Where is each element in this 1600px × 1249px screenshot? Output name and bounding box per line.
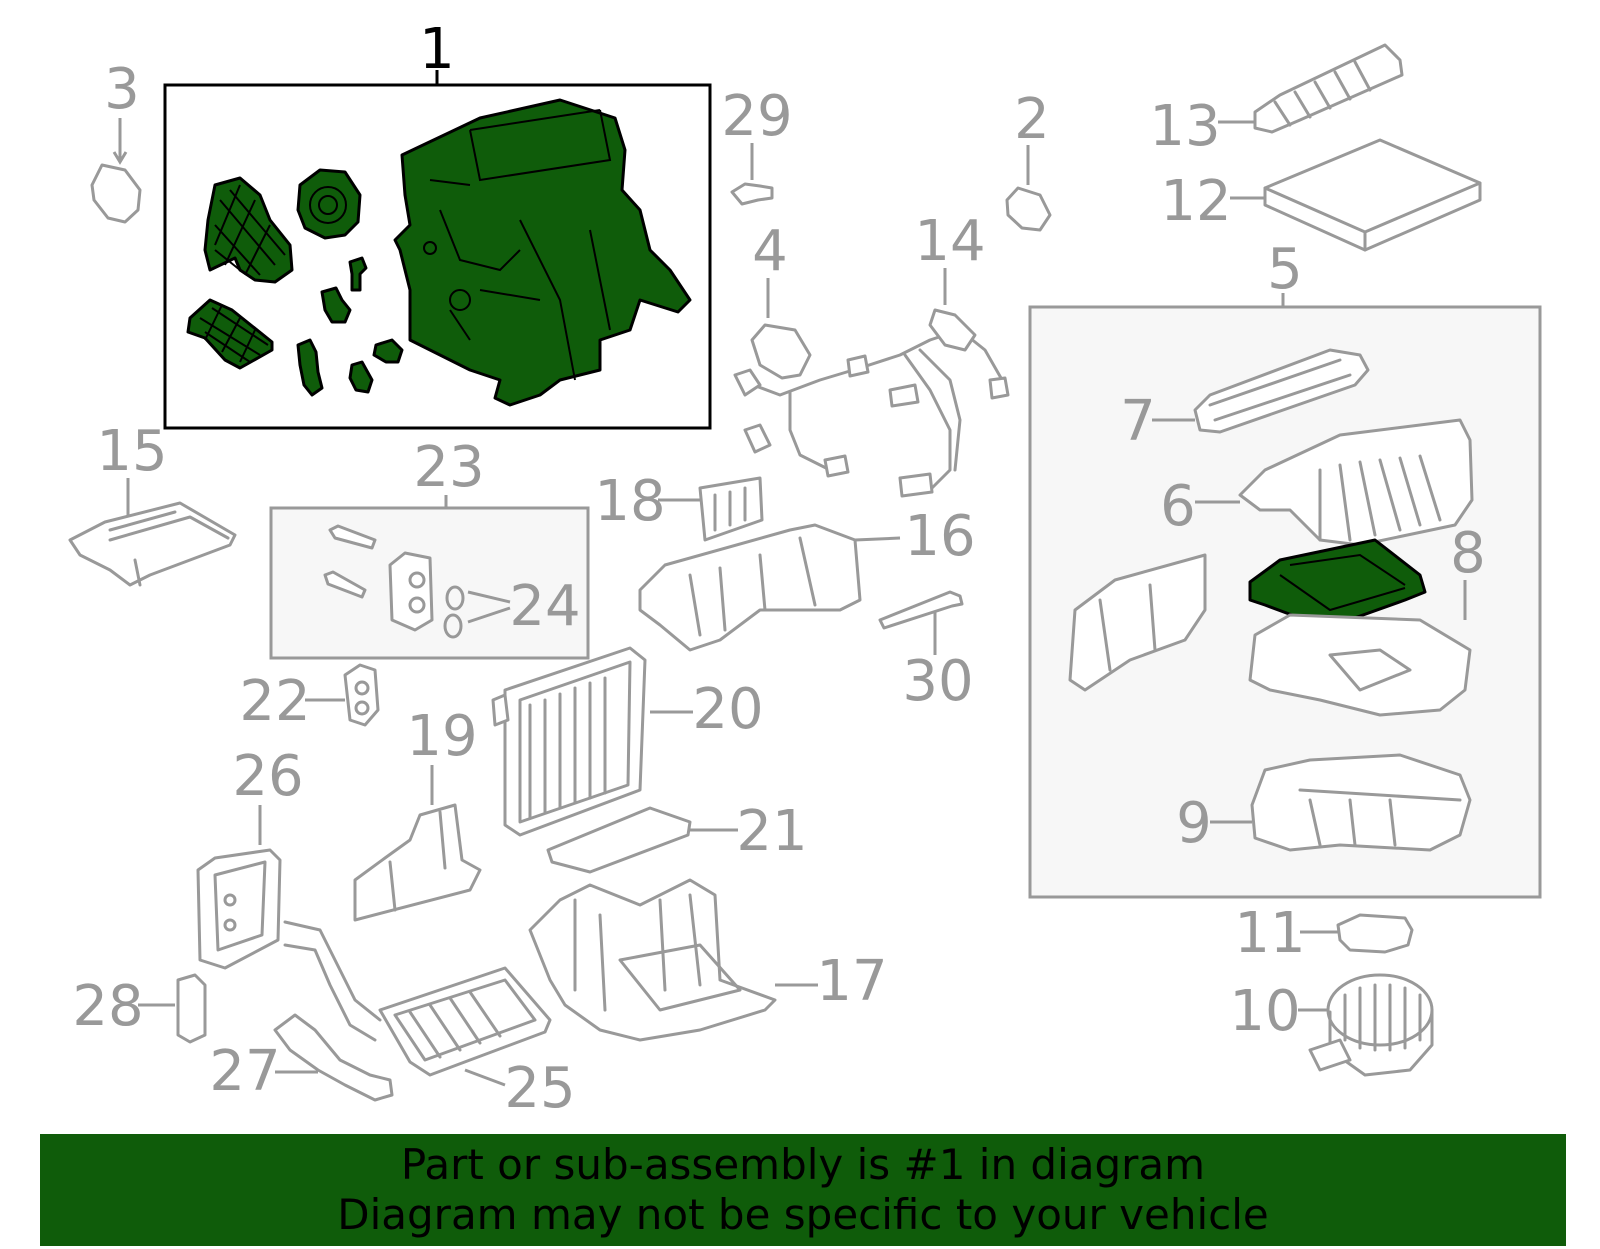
part-2-actuator[interactable] — [1005, 186, 1052, 232]
part-25-heater-core[interactable] — [283, 920, 552, 1077]
part-23-expansion-valve[interactable] — [388, 551, 434, 632]
part-17-lower-case[interactable] — [528, 878, 777, 1042]
part-23-bolt-lower — [323, 570, 367, 599]
part-5-side-duct — [1068, 553, 1207, 692]
callout-2[interactable]: 2 — [1014, 87, 1050, 152]
part-29-clip[interactable] — [730, 182, 774, 206]
callout-24[interactable]: 24 — [509, 574, 580, 639]
callout-19[interactable]: 19 — [406, 704, 477, 769]
part-4-actuator[interactable] — [750, 323, 812, 380]
footer-line-1: Part or sub-assembly is #1 in diagram — [400, 1140, 1206, 1189]
part-13-grille[interactable] — [1253, 43, 1404, 134]
callout-8[interactable]: 8 — [1450, 521, 1486, 586]
part-6-blower-upper[interactable] — [1238, 418, 1474, 547]
callout-6[interactable]: 6 — [1160, 474, 1196, 539]
part-24-o-ring-lower — [443, 613, 463, 639]
door-grid-lower-green[interactable] — [186, 298, 274, 370]
callout-26[interactable]: 26 — [232, 744, 303, 809]
callout-25[interactable]: 25 — [504, 1056, 575, 1121]
part-11-resistor[interactable] — [1336, 913, 1414, 954]
part-23-bolt-upper — [328, 524, 377, 550]
callout-23[interactable]: 23 — [413, 435, 484, 500]
callout-1[interactable]: 1 — [419, 17, 455, 82]
callout-12[interactable]: 12 — [1160, 169, 1231, 234]
callout-11[interactable]: 11 — [1234, 901, 1305, 966]
part-24-o-ring-upper — [445, 585, 465, 611]
callout-5[interactable]: 5 — [1267, 237, 1303, 302]
part-20-evaporator[interactable] — [491, 646, 647, 837]
callout-22[interactable]: 22 — [239, 669, 310, 734]
callout-18[interactable]: 18 — [594, 469, 665, 534]
part-5-lower-case — [1248, 613, 1472, 717]
part-21-seal-strip[interactable] — [546, 806, 692, 874]
callout-10[interactable]: 10 — [1229, 979, 1300, 1044]
small-clip-green[interactable] — [348, 256, 368, 292]
part-12-cabin-filter[interactable] — [1263, 138, 1482, 252]
callout-7[interactable]: 7 — [1120, 389, 1156, 454]
callout-30[interactable]: 30 — [902, 649, 973, 714]
part-8-filter-tray-green[interactable] — [1248, 538, 1427, 627]
link-arm-green[interactable] — [320, 286, 352, 324]
part-30-bolt[interactable] — [878, 590, 964, 630]
part-15-heater-door[interactable] — [68, 501, 237, 587]
callout-21[interactable]: 21 — [736, 799, 807, 864]
callout-20[interactable]: 20 — [692, 677, 763, 742]
callout-3[interactable]: 3 — [104, 57, 140, 122]
blower-seal-green[interactable] — [296, 168, 362, 240]
footer-line-2: Diagram may not be specific to your vehi… — [337, 1190, 1269, 1239]
callout-13[interactable]: 13 — [1149, 94, 1220, 159]
callout-4[interactable]: 4 — [752, 219, 788, 284]
callout-15[interactable]: 15 — [96, 419, 167, 484]
callout-17[interactable]: 17 — [816, 949, 887, 1014]
door-grid-upper-green[interactable] — [203, 176, 294, 284]
callout-9[interactable]: 9 — [1176, 791, 1212, 856]
callout-14[interactable]: 14 — [914, 209, 985, 274]
clip-right-green[interactable] — [372, 338, 404, 364]
part-3-actuator[interactable] — [90, 163, 142, 224]
callout-27[interactable]: 27 — [209, 1039, 280, 1104]
part-16-case-section[interactable] — [638, 523, 862, 652]
part-27-pipe[interactable] — [273, 1013, 394, 1102]
footer-banner: Part or sub-assembly is #1 in diagram Di… — [40, 1134, 1566, 1246]
callout-16[interactable]: 16 — [904, 504, 975, 569]
part-14-wiring-harness[interactable] — [733, 308, 1010, 498]
part-9-blower-housing[interactable] — [1250, 753, 1472, 852]
small-lever-green[interactable] — [348, 360, 374, 394]
callout-29[interactable]: 29 — [721, 84, 792, 149]
part-10-blower-motor[interactable] — [1308, 973, 1434, 1077]
part-19-duct-panel[interactable] — [353, 803, 482, 922]
callout-28[interactable]: 28 — [72, 974, 143, 1039]
actuator-lever-green[interactable] — [296, 338, 324, 397]
hvac-case-main-green[interactable] — [393, 98, 692, 407]
part-28-sensor[interactable] — [176, 973, 207, 1044]
